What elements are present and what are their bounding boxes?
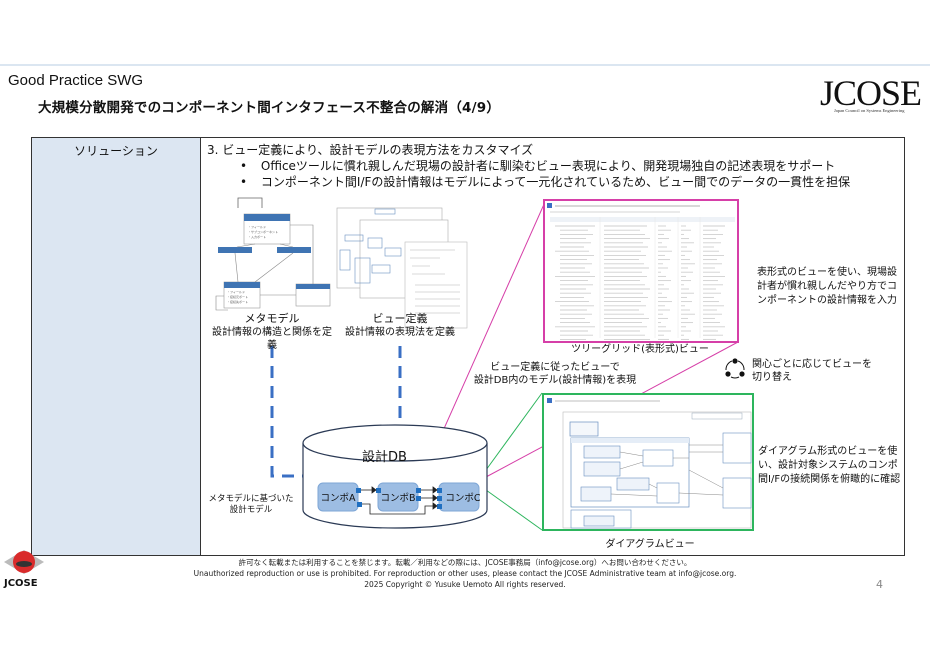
svg-text:・接続先ポート: ・接続先ポート [227, 299, 248, 304]
diagram-view-note: ダイアグラム形式のビューを使い、設計対象システムのコンポ間I/Fの接続関係を俯瞰… [758, 446, 901, 485]
switch-note-1: 関心ごとに応じてビューを [752, 359, 872, 370]
svg-text:・サブコンポーネント: ・サブコンポーネント [248, 229, 278, 234]
solution-label: ソリューション [74, 144, 158, 158]
bullet-icon: • [240, 159, 248, 173]
metamodel-title: メタモデル [244, 312, 300, 325]
view-follow-line2: 設計DB内のモデル(設計情報)を表現 [473, 375, 637, 386]
component-a: コンポA [320, 493, 356, 504]
solution-heading: 3. ビュー定義により、設計モデルの表現方法をカスタマイズ [207, 143, 534, 157]
footer-copyright: 2025 Copyright © Yusuke Uemoto All right… [364, 580, 566, 589]
jcose-footer-logo: JCOSE [0, 544, 48, 590]
db-components [317, 482, 480, 515]
metamodel-caption: 設計情報の構造と関係を定義 [212, 327, 332, 351]
table-left-cell [32, 138, 201, 555]
view-def-caption: 設計情報の表現法を定義 [345, 327, 455, 338]
design-db [302, 424, 488, 529]
dashed-connectors [270, 346, 402, 478]
bullet-2: • コンポーネント間I/Fの設計情報はモデルによって一元化されているため、ビュー… [240, 173, 850, 190]
diagram-view-caption: ダイアグラムビュー [605, 539, 695, 550]
svg-text:・入力ポート: ・入力ポート [248, 234, 266, 239]
db-label: 設計DB [362, 450, 407, 465]
view-follow-line1: ビュー定義に従ったビューで [490, 362, 620, 373]
svg-text:・フィールド: ・フィールド [227, 289, 245, 294]
view-definition-docs [336, 207, 468, 329]
page-title: 大規模分散開発でのコンポーネント間インタフェース不整合の解消（4/9） [38, 100, 501, 116]
switch-note-2: 切り替え [752, 372, 792, 383]
page-number: 4 [876, 578, 883, 591]
diagram-view [542, 393, 754, 531]
logo-text: JCOSE [820, 73, 922, 113]
header-divider [0, 64, 930, 66]
bullet-1: • Officeツールに慣れ親しんだ現場の設計者に馴染むビュー表現により、開発現… [240, 157, 835, 174]
component-b: コンポB [380, 493, 416, 504]
jcose-logo: JCOSE Japan Council on Systems Engineeri… [820, 73, 928, 118]
component-c: コンポC [445, 493, 481, 504]
bullet-icon: • [240, 175, 248, 189]
logo-subtitle: Japan Council on Systems Engineering [834, 108, 905, 113]
bullet-text: コンポーネント間I/Fの設計情報はモデルによって一元化されているため、ビュー間で… [260, 175, 851, 189]
cycle-arrows-icon [725, 358, 745, 379]
metamodel-dash-line [270, 346, 310, 478]
model-caption-1: メタモデルに基づいた [208, 494, 294, 504]
svg-text:・フィールド: ・フィールド [248, 224, 266, 229]
svg-text:・接続元ポート: ・接続元ポート [227, 294, 248, 299]
footer: 許可なく転載または利用することを禁じます。転載／利用などの際には、JCOSE事務… [0, 557, 930, 590]
footer-notice-ja: 許可なく転載または利用することを禁じます。転載／利用などの際には、JCOSE事務… [238, 558, 692, 567]
tree-grid-caption: ツリーグリッド(表形式)ビュー [571, 344, 709, 355]
solution-table [31, 137, 905, 556]
diagram-projection [485, 392, 543, 531]
view-def-title: ビュー定義 [372, 312, 428, 325]
group-label: Good Practice SWG [8, 72, 144, 89]
footer-logo-text: JCOSE [3, 578, 38, 589]
model-caption-2: 設計モデル [229, 505, 273, 515]
tree-grid-view [543, 199, 739, 343]
footer-notice-en: Unauthorized reproduction or use is proh… [193, 569, 737, 578]
metamodel-diagram: ・フィールド・サブコンポーネント・入力ポート ・フィールド・接続元ポート・接続先… [215, 197, 331, 311]
bullet-text: Officeツールに慣れ親しんだ現場の設計者に馴染むビュー表現により、開発現場独… [260, 159, 836, 173]
tree-grid-note: 表形式のビューを使い、現場設計者が慣れ親しんだやり方でコンポーネントの設計情報を… [757, 267, 897, 306]
